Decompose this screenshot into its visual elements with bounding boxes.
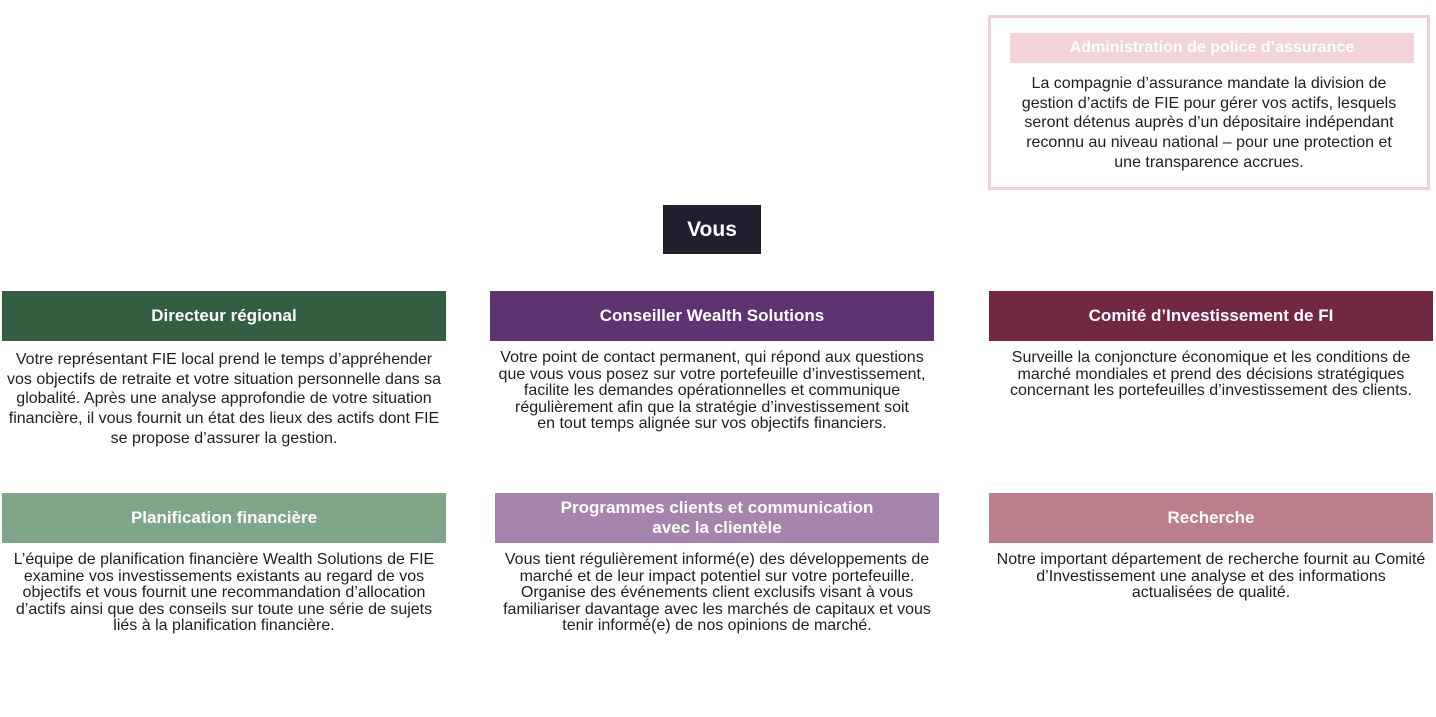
card-research: Recherche Notre important département de… <box>989 493 1433 602</box>
card-title: Planification financière <box>2 493 446 543</box>
card-description: Vous tient régulièrement informé(e) des … <box>503 551 931 634</box>
card-investment-committee: Comité d’Investissement de FI Surveille … <box>989 291 1433 400</box>
card-financial-planning: Planification financière L’équipe de pla… <box>2 493 446 635</box>
insurance-admin-box: Administration de police d’assurance La … <box>988 15 1430 190</box>
card-client-programs: Programmes clients et communication avec… <box>495 493 939 635</box>
card-title: Programmes clients et communication avec… <box>495 493 939 543</box>
insurance-admin-description: La compagnie d’assurance mandate la divi… <box>1021 75 1397 171</box>
center-node-you: Vous <box>663 205 761 254</box>
card-description: L’équipe de planification financière Wea… <box>13 551 435 634</box>
card-title: Directeur régional <box>2 291 446 341</box>
card-title: Conseiller Wealth Solutions <box>490 291 934 341</box>
card-description: Notre important département de recherche… <box>996 551 1426 601</box>
card-description: Votre point de contact permanent, qui ré… <box>498 349 926 432</box>
card-regional-director: Directeur régional Votre représentant FI… <box>2 291 446 449</box>
insurance-admin-title: Administration de police d’assurance <box>1010 33 1414 63</box>
card-wealth-advisor: Conseiller Wealth Solutions Votre point … <box>490 291 934 433</box>
card-description: Votre représentant FIE local prend le te… <box>6 351 442 447</box>
card-description: Surveille la conjoncture économique et l… <box>1010 349 1412 399</box>
card-title: Recherche <box>989 493 1433 543</box>
card-title: Comité d’Investissement de FI <box>989 291 1433 341</box>
